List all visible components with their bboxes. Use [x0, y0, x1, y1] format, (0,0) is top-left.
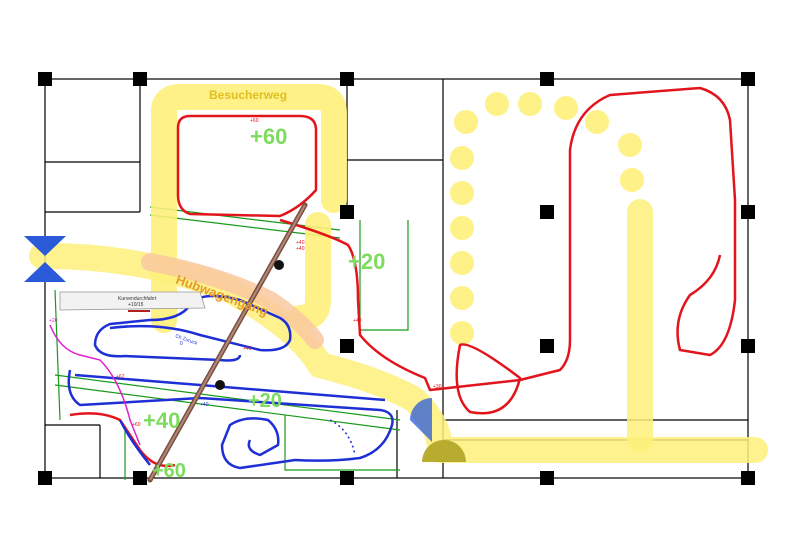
queue-dot: [618, 133, 642, 157]
green-partition-right: [359, 220, 409, 331]
blue-straight: [74, 373, 386, 402]
queue-dot: [450, 146, 474, 170]
station-sketch: [59, 291, 206, 312]
green-line-d: [54, 384, 401, 431]
visitor-loop-right: [287, 212, 331, 331]
queue-dot: [585, 110, 609, 134]
visitor-loop-top: [151, 84, 347, 333]
support-beam: [147, 202, 308, 483]
level-label-bottom: +60: [152, 460, 186, 482]
tiny-label-20: +20: [49, 318, 58, 324]
pillar: [741, 205, 755, 219]
red-coaster-track: [69, 86, 737, 468]
queue-dot: [450, 286, 474, 310]
pillar: [340, 205, 354, 219]
tiny-label-40a: +40: [296, 240, 305, 246]
pillar: [340, 72, 354, 86]
truck-aisle: [141, 253, 324, 349]
level-label-mid: +20: [348, 249, 385, 274]
pillar: [38, 72, 52, 86]
blue-note-1: Ch Zuruck: [174, 333, 198, 347]
tiny-label-40d: +40: [200, 402, 209, 408]
blue-return: [118, 419, 151, 466]
station-label-2: +10/15: [128, 302, 144, 308]
tiny-label-40e: +40: [243, 346, 252, 352]
level-label-40: +40: [143, 408, 180, 433]
tiny-label-60: +60: [250, 118, 259, 124]
tiny-label-40b: +40: [296, 246, 305, 252]
pillar: [540, 72, 554, 86]
pillar: [741, 339, 755, 353]
queue-dot: [620, 168, 644, 192]
green-stub-b: [284, 415, 400, 471]
tiny-label-67: +67: [116, 374, 125, 380]
pillar: [38, 471, 52, 485]
gate-semicircle-left: [410, 398, 432, 442]
pillar: [540, 471, 554, 485]
pillar: [741, 72, 755, 86]
level-label-low: +20: [248, 390, 282, 412]
red-top-loop: [176, 114, 318, 218]
level-label-top: +60: [250, 124, 287, 149]
label-besucherweg: Besucherweg: [209, 88, 287, 102]
pillar: [540, 205, 554, 219]
magenta-track: [49, 324, 141, 446]
queue-dot: [450, 181, 474, 205]
queue-dot: [554, 96, 578, 120]
pillar: [540, 339, 554, 353]
green-partitions: [54, 206, 409, 480]
red-helix: [455, 343, 522, 415]
pillar: [340, 339, 354, 353]
green-line-c: [54, 374, 401, 421]
tiny-label-30: +30: [433, 384, 442, 390]
queue-dot: [450, 216, 474, 240]
tiny-label-60b: +60: [132, 422, 141, 428]
queue-dots: [450, 92, 644, 345]
green-line-left: [54, 289, 61, 421]
queue-dot: [485, 92, 509, 116]
queue-dot: [518, 92, 542, 116]
pillar: [340, 471, 354, 485]
blue-note-2: 0: [180, 341, 183, 347]
dotted-track: [329, 419, 356, 456]
tiny-label-40c: +40: [353, 318, 362, 324]
queue-dot: [454, 110, 478, 134]
entry-marker: [24, 236, 66, 282]
queue-dot: [450, 251, 474, 275]
gate-semicircle-bottom: [422, 440, 466, 462]
blue-lower-loop: [67, 369, 394, 470]
pillar: [741, 471, 755, 485]
pillar: [133, 72, 147, 86]
pillars: [38, 72, 755, 485]
pillar: [133, 471, 147, 485]
station-label-1: Kurvendurchfahrt: [118, 296, 157, 302]
red-main-track: [279, 86, 737, 392]
red-low-track: [69, 412, 176, 468]
queue-dot: [450, 321, 474, 345]
